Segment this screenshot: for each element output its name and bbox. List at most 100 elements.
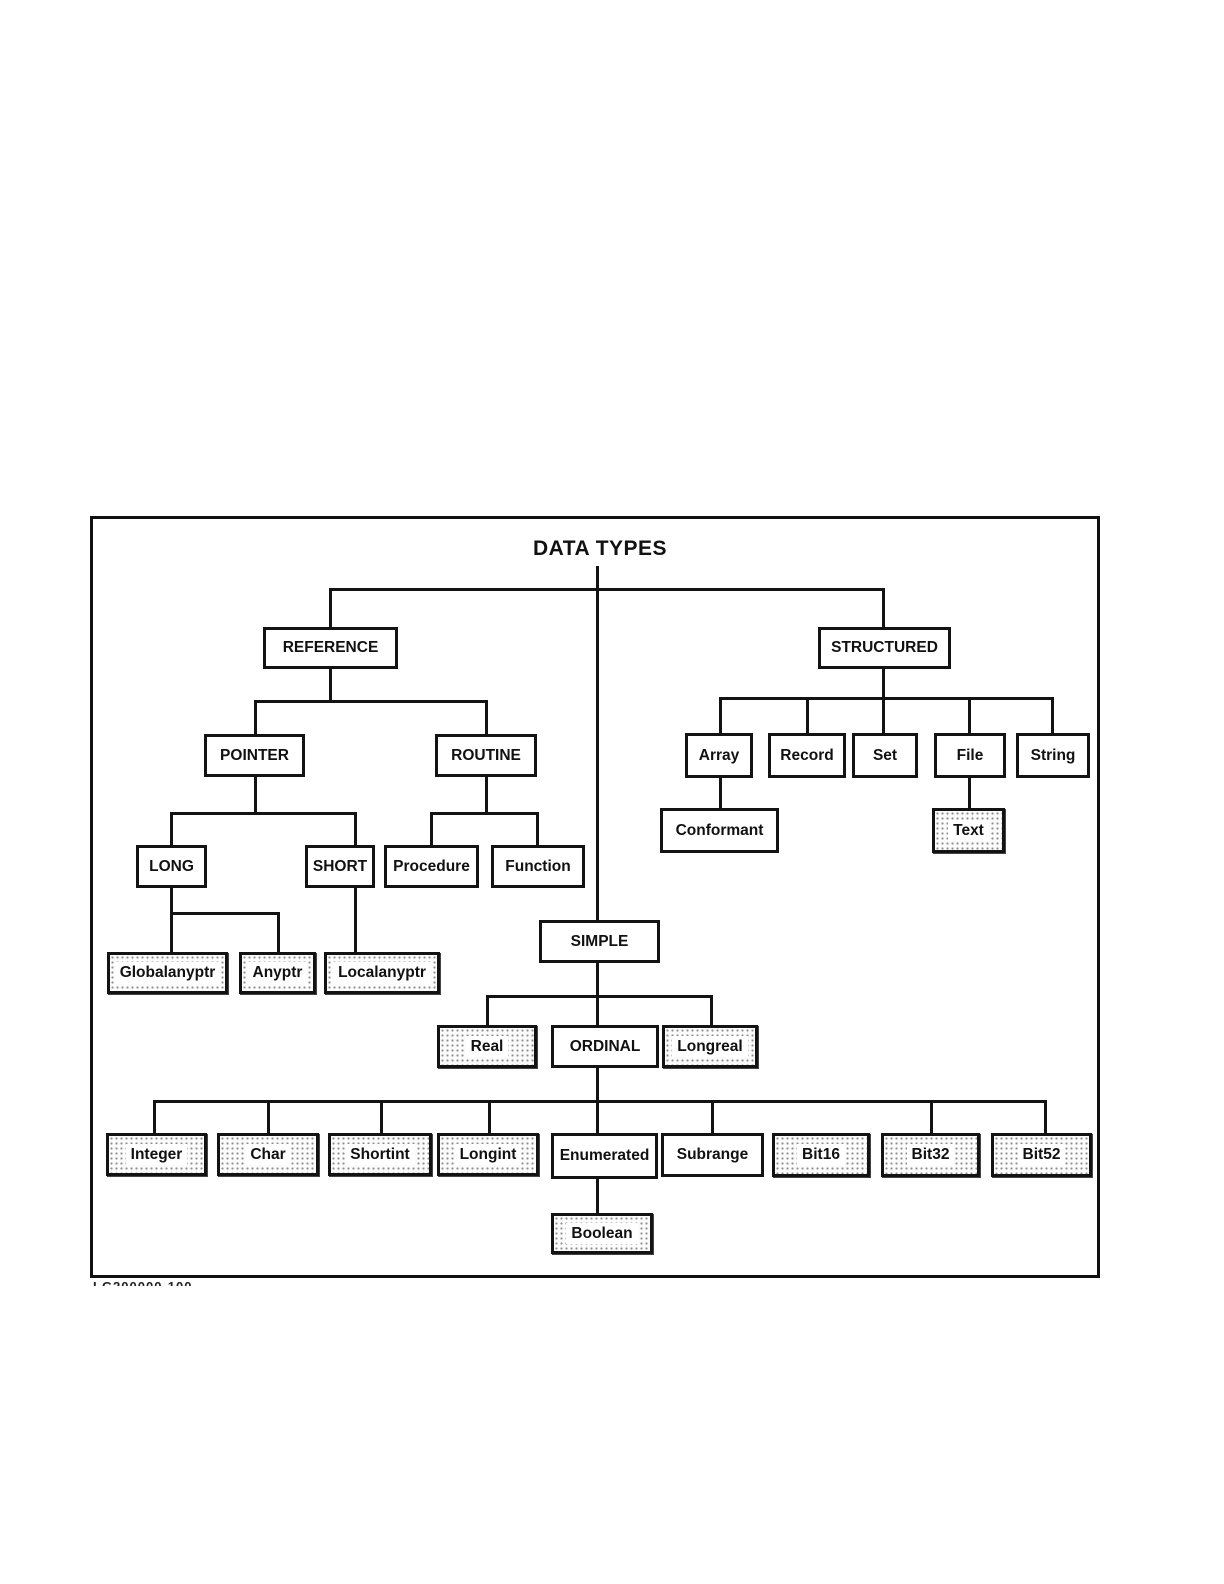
node-integer: Integer <box>106 1133 207 1176</box>
node-record-label: Record <box>775 744 839 767</box>
node-enumerated: Enumerated <box>551 1133 658 1179</box>
connector-line <box>710 995 713 1025</box>
connector-line <box>968 697 971 733</box>
node-function: Function <box>491 845 585 888</box>
node-enumerated-label: Enumerated <box>554 1145 655 1167</box>
connector-line <box>254 700 488 703</box>
node-reference: REFERENCE <box>263 627 398 669</box>
node-bit16: Bit16 <box>772 1133 870 1177</box>
connector-line <box>170 912 173 952</box>
node-routine-label: ROUTINE <box>446 744 526 767</box>
figure-id-caption: LG200000-100 <box>93 1279 273 1286</box>
node-array-label: Array <box>693 744 745 767</box>
node-char-label: Char <box>245 1143 291 1166</box>
node-localanyptr: Localanyptr <box>324 952 440 994</box>
connector-line <box>1044 1100 1047 1133</box>
connector-line <box>153 1100 1047 1103</box>
node-set: Set <box>852 733 918 778</box>
node-shortint-label: Shortint <box>345 1143 415 1166</box>
node-conformant: Conformant <box>660 808 779 853</box>
node-real-label: Real <box>465 1035 509 1058</box>
connector-line <box>719 697 722 733</box>
connector-line <box>486 995 713 998</box>
node-pointer: POINTER <box>204 734 305 777</box>
node-globalanyptr-label: Globalanyptr <box>114 962 221 984</box>
connector-line <box>354 887 357 952</box>
connector-line <box>329 588 885 591</box>
node-pointer-label: POINTER <box>215 744 294 767</box>
node-ordinal-label: ORDINAL <box>564 1035 646 1058</box>
node-anyptr-label: Anyptr <box>247 962 308 984</box>
connector-line <box>486 995 489 1025</box>
connector-line <box>170 912 280 915</box>
node-text: Text <box>932 808 1005 853</box>
connector-line <box>596 1179 599 1213</box>
connector-line <box>596 963 599 1025</box>
node-conformant-label: Conformant <box>670 819 769 842</box>
connector-line <box>153 1100 156 1133</box>
node-boolean: Boolean <box>551 1213 653 1254</box>
node-shortint: Shortint <box>328 1133 432 1176</box>
node-routine: ROUTINE <box>435 734 537 777</box>
connector-line <box>596 566 599 590</box>
connector-line <box>719 777 722 808</box>
node-string-label: String <box>1025 744 1081 767</box>
node-string: String <box>1016 733 1090 778</box>
node-structured: STRUCTURED <box>818 627 951 669</box>
node-subrange: Subrange <box>661 1133 764 1177</box>
connector-line <box>485 700 488 734</box>
node-subrange-label: Subrange <box>671 1144 754 1166</box>
connector-line <box>430 812 539 815</box>
node-bit32-label: Bit32 <box>906 1144 955 1166</box>
node-reference-label: REFERENCE <box>277 637 384 659</box>
node-file: File <box>934 733 1006 778</box>
node-text-label: Text <box>948 819 989 842</box>
connector-line <box>485 777 488 812</box>
connector-line <box>1051 697 1054 733</box>
connector-line <box>596 588 599 920</box>
node-short-label: SHORT <box>307 855 373 878</box>
node-function-label: Function <box>500 855 576 878</box>
node-bit52: Bit52 <box>991 1133 1092 1177</box>
connector-line <box>380 1100 383 1133</box>
connector-line <box>719 697 1054 700</box>
node-short: SHORT <box>305 845 375 888</box>
node-file-label: File <box>951 744 989 767</box>
node-ordinal: ORDINAL <box>551 1025 659 1068</box>
connector-line <box>711 1100 714 1133</box>
connector-line <box>968 777 971 808</box>
node-bit16-label: Bit16 <box>797 1144 845 1166</box>
node-globalanyptr: Globalanyptr <box>107 952 228 994</box>
connector-line <box>430 812 433 845</box>
node-structured-label: STRUCTURED <box>826 637 943 659</box>
node-simple: SIMPLE <box>539 920 660 963</box>
node-longreal: Longreal <box>662 1025 758 1068</box>
connector-line <box>930 1100 933 1133</box>
connector-line <box>254 777 257 812</box>
connector-line <box>254 700 257 734</box>
node-longint-label: Longint <box>454 1143 522 1166</box>
node-longint: Longint <box>437 1133 539 1176</box>
connector-line <box>536 812 539 845</box>
node-set-label: Set <box>867 744 903 767</box>
connector-line <box>170 812 173 845</box>
connector-line <box>170 812 357 815</box>
node-real: Real <box>437 1025 537 1068</box>
node-bit52-label: Bit52 <box>1017 1144 1066 1166</box>
connector-line <box>170 887 173 912</box>
node-integer-label: Integer <box>125 1143 188 1166</box>
node-long: LONG <box>136 845 207 888</box>
connector-line <box>354 812 357 845</box>
node-procedure-label: Procedure <box>388 855 475 878</box>
node-record: Record <box>768 733 846 778</box>
connector-line <box>277 912 280 952</box>
node-array: Array <box>685 733 753 778</box>
connector-line <box>806 697 809 733</box>
node-char: Char <box>217 1133 319 1176</box>
node-longreal-label: Longreal <box>672 1035 748 1058</box>
node-bit32: Bit32 <box>881 1133 980 1177</box>
diagram-title: DATA TYPES <box>532 537 668 560</box>
node-long-label: LONG <box>144 855 199 878</box>
node-boolean-label: Boolean <box>566 1222 638 1245</box>
node-procedure: Procedure <box>384 845 479 888</box>
